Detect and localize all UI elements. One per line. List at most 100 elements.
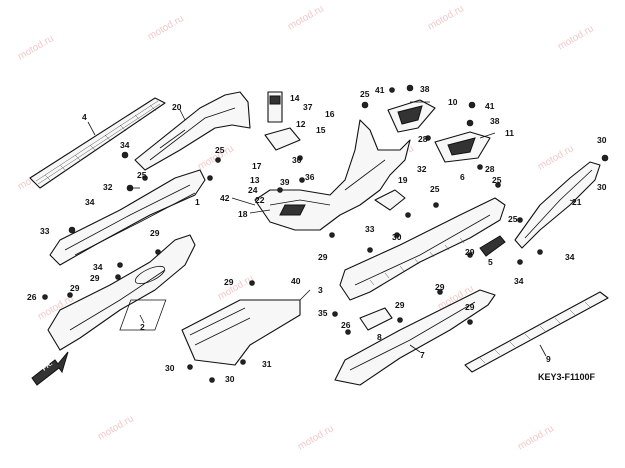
callout-28: 28 bbox=[418, 134, 428, 144]
callout-5: 5 bbox=[488, 257, 493, 267]
callout-32: 32 bbox=[103, 182, 113, 192]
part-11-pocket bbox=[434, 131, 491, 163]
callout-35: 35 bbox=[318, 308, 328, 318]
part-4-side-strip bbox=[29, 97, 166, 189]
callout-4: 4 bbox=[82, 112, 87, 122]
part-10-pocket bbox=[387, 99, 436, 133]
watermark: motod.ru bbox=[556, 23, 596, 52]
diagram-code: KEY3-F1100F bbox=[538, 372, 596, 382]
callout-11: 11 bbox=[505, 128, 514, 138]
callout-1: 1 bbox=[195, 197, 200, 207]
watermark: motod.ru bbox=[16, 33, 56, 62]
callout-30: 30 bbox=[225, 374, 235, 384]
callout-29: 29 bbox=[465, 302, 475, 312]
callout-14: 14 bbox=[290, 93, 300, 103]
callout-37: 37 bbox=[303, 102, 313, 112]
callout-12: 12 bbox=[296, 119, 306, 129]
watermark: motod.ru bbox=[426, 3, 466, 32]
callout-29: 29 bbox=[224, 277, 234, 287]
callout-8: 8 bbox=[377, 332, 382, 342]
callout-7: 7 bbox=[420, 350, 425, 360]
callout-33: 33 bbox=[40, 226, 50, 236]
callout-2: 2 bbox=[140, 322, 145, 332]
callout-30: 30 bbox=[165, 363, 175, 373]
callout-42: 42 bbox=[220, 193, 230, 203]
callout-13: 13 bbox=[250, 175, 260, 185]
callout-34: 34 bbox=[565, 252, 575, 262]
callout-32: 32 bbox=[417, 164, 427, 174]
callout-19: 19 bbox=[398, 175, 408, 185]
watermark: motod.ru bbox=[146, 13, 186, 42]
callout-31: 31 bbox=[262, 359, 272, 369]
callout-29: 29 bbox=[90, 273, 100, 283]
part-8-plate bbox=[359, 307, 393, 331]
callout-34: 34 bbox=[85, 197, 95, 207]
part-17-stay bbox=[264, 127, 301, 151]
callout-25: 25 bbox=[492, 175, 502, 185]
callout-6: 6 bbox=[460, 172, 465, 182]
callout-3: 3 bbox=[318, 285, 323, 295]
callout-34: 34 bbox=[514, 276, 524, 286]
callout-30: 30 bbox=[597, 135, 607, 145]
callout-25: 25 bbox=[137, 170, 147, 180]
part-1-left-side-cover bbox=[49, 169, 206, 266]
callout-28: 28 bbox=[485, 164, 495, 174]
callout-26: 26 bbox=[27, 292, 37, 302]
callout-21: 21 bbox=[572, 197, 582, 207]
callout-17: 17 bbox=[252, 161, 262, 171]
watermark: motod.ru bbox=[216, 273, 256, 302]
callout-10: 10 bbox=[448, 97, 458, 107]
callout-20: 20 bbox=[172, 102, 182, 112]
callout-29: 29 bbox=[318, 252, 328, 262]
callout-38: 38 bbox=[420, 84, 430, 94]
callout-9: 9 bbox=[546, 354, 551, 364]
callout-29: 29 bbox=[70, 283, 80, 293]
callout-15: 15 bbox=[316, 125, 326, 135]
part-3-floor-tray bbox=[119, 299, 301, 366]
callout-25: 25 bbox=[508, 214, 518, 224]
part-9-lower-strip bbox=[464, 291, 609, 373]
watermark: motod.ru bbox=[516, 423, 556, 452]
watermark: motod.ru bbox=[296, 423, 336, 452]
callout-25: 25 bbox=[215, 145, 225, 155]
callout-16: 16 bbox=[325, 109, 335, 119]
callout-33: 33 bbox=[365, 224, 375, 234]
callout-34: 34 bbox=[93, 262, 103, 272]
callout-41: 41 bbox=[375, 85, 385, 95]
callout-30: 30 bbox=[292, 155, 302, 165]
leader-lines bbox=[87, 101, 576, 357]
callout-36: 36 bbox=[305, 172, 315, 182]
callout-29: 29 bbox=[150, 228, 160, 238]
callout-30: 30 bbox=[392, 232, 402, 242]
part-7-right-lower-cover bbox=[334, 289, 496, 386]
callout-39: 39 bbox=[280, 177, 290, 187]
watermark: motod.ru bbox=[96, 413, 136, 442]
callout-41: 41 bbox=[485, 101, 495, 111]
part-20-upper-cover bbox=[134, 91, 251, 171]
part-21-right-rear-cover bbox=[514, 161, 601, 249]
watermark: motod.ru bbox=[286, 3, 326, 32]
part-5-grille bbox=[479, 235, 506, 257]
callout-38: 38 bbox=[490, 116, 500, 126]
callout-29: 29 bbox=[465, 247, 475, 257]
callout-30: 30 bbox=[597, 182, 607, 192]
watermark: motod.ru bbox=[536, 143, 576, 172]
callouts: 4 20 34 34 34 34 34 25 25 25 25 25 25 32… bbox=[27, 84, 607, 384]
callout-29: 29 bbox=[395, 300, 405, 310]
front-arrow: FR. bbox=[31, 351, 69, 386]
callout-25: 25 bbox=[360, 89, 370, 99]
part-18-center-cover bbox=[254, 119, 411, 231]
callout-18: 18 bbox=[238, 209, 248, 219]
part-6-right-floor-panel bbox=[339, 197, 506, 301]
part-19-bracket bbox=[374, 189, 406, 211]
callout-40: 40 bbox=[291, 276, 301, 286]
callout-22: 22 bbox=[255, 195, 265, 205]
callout-26: 26 bbox=[341, 320, 351, 330]
fasteners bbox=[42, 84, 609, 383]
callout-24: 24 bbox=[248, 185, 258, 195]
callout-25: 25 bbox=[430, 184, 440, 194]
callout-29: 29 bbox=[435, 282, 445, 292]
part-14-latch bbox=[267, 91, 283, 123]
part-2-left-lower-cover bbox=[47, 234, 196, 351]
